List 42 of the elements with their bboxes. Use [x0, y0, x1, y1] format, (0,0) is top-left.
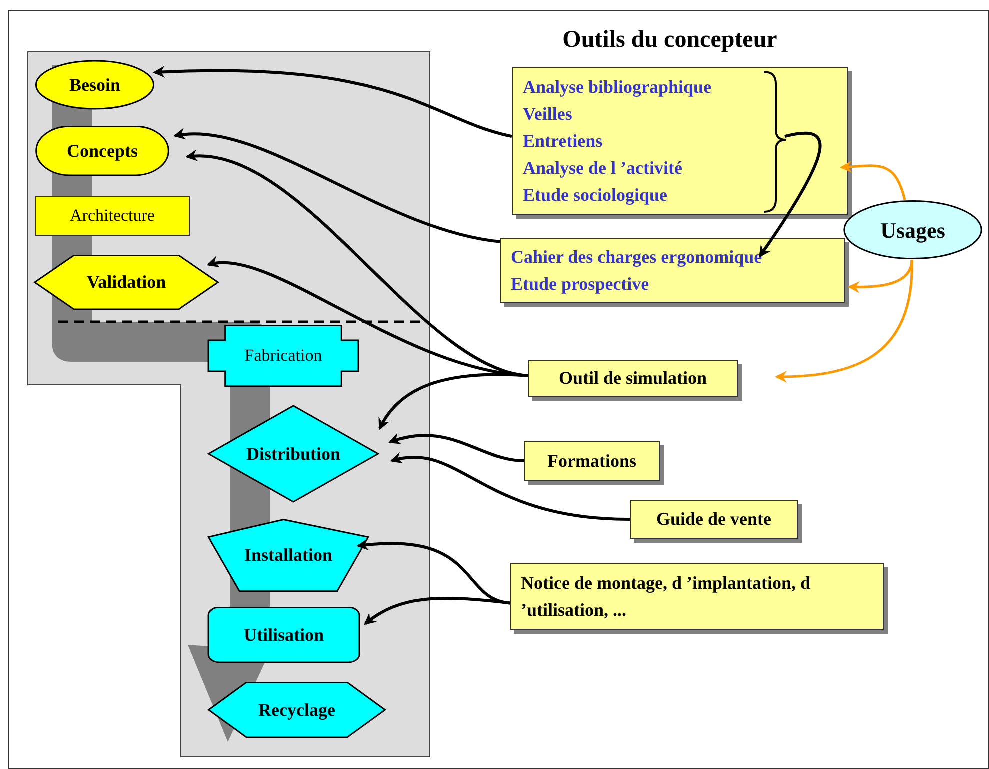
- node-label: Etude prospective: [511, 272, 650, 296]
- node-label: Entretiens: [523, 130, 603, 152]
- hexagon-node: [33, 255, 220, 310]
- node-label: Veilles: [523, 102, 572, 126]
- node-label: Outil de simulation: [558, 367, 708, 390]
- arrow: [173, 129, 500, 244]
- arrow: [390, 453, 630, 521]
- node-label: Analyse de l ’activité: [523, 156, 682, 180]
- hexagon-node: [207, 682, 387, 738]
- arrow: [153, 66, 512, 138]
- ellipse-node: [843, 200, 983, 260]
- arrow: [848, 260, 914, 294]
- node-label: Recyclage: [258, 698, 336, 722]
- arrow: [388, 434, 524, 462]
- node-label: Besoin: [69, 74, 120, 96]
- node-label: Cahier des charges ergonomique: [511, 246, 762, 269]
- node-label: Architecture: [70, 205, 155, 228]
- node-label: Etude sociologique: [523, 184, 668, 207]
- arrow: [840, 160, 906, 200]
- node-label: Distribution: [246, 442, 341, 466]
- arrow: [364, 597, 510, 625]
- rounded-node: [207, 607, 361, 663]
- title: Outils du concepteur: [562, 26, 778, 55]
- node-label: Fabrication: [244, 345, 322, 368]
- node-label: Formations: [548, 450, 636, 472]
- node-label: Concepts: [67, 140, 138, 163]
- node-label: Usages: [880, 216, 946, 245]
- node-label: Notice de montage, d ’implantation, d ’utilisation, ...: [521, 572, 812, 622]
- node-label: Installation: [244, 544, 333, 567]
- arrow: [186, 151, 528, 378]
- decision-diamond: [207, 405, 380, 503]
- node-label: Analyse bibliographique: [523, 76, 712, 99]
- ellipse-node: [35, 60, 155, 110]
- arrow: [758, 132, 822, 258]
- node-label: Utilisation: [244, 624, 324, 646]
- process-box: [35, 196, 190, 236]
- arrow: [378, 373, 528, 430]
- arrow: [206, 258, 528, 378]
- node-label: Validation: [86, 271, 166, 294]
- pentagon-node: [207, 519, 370, 592]
- node-label: Guide de vente: [656, 508, 772, 531]
- arrow: [775, 260, 914, 383]
